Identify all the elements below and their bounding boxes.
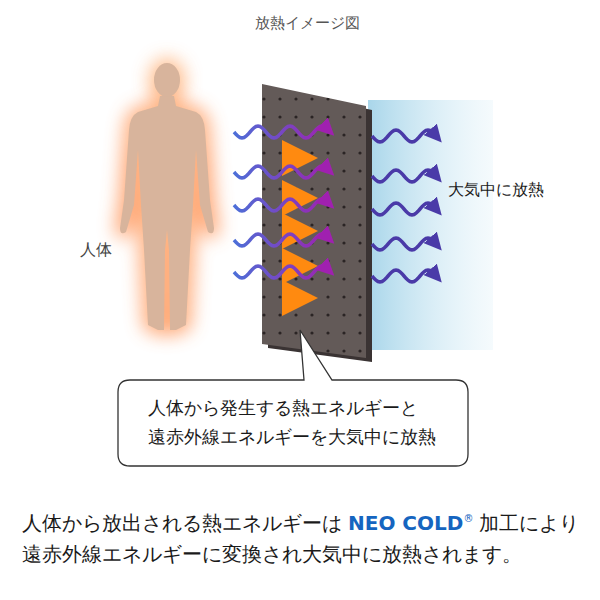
callout-bubble: 人体から発生する熱エネルギーと 遠赤外線エネルギーを大気中に放熱 <box>118 380 468 466</box>
heat-arrow <box>240 294 300 303</box>
figure-label: 人体 <box>80 240 112 261</box>
infrared-wave <box>234 166 328 178</box>
bubble-shape <box>118 330 468 466</box>
figure-label: 大気中に放熱 <box>448 180 544 201</box>
caption-text: 人体から放出される熱エネルギーは <box>22 511 342 535</box>
bubble-outline <box>118 380 468 466</box>
human-figure <box>120 58 214 330</box>
fabric-panel <box>262 84 372 362</box>
diagram-title: 放熱イメージ図 <box>255 14 360 33</box>
infrared-wave <box>372 238 436 250</box>
infrared-wave <box>234 126 328 138</box>
heat-arrow <box>240 154 300 163</box>
infrared-wave <box>372 130 436 142</box>
infrared-wave <box>234 199 328 211</box>
callout-text: 人体から発生する熱エネルギーと 遠赤外線エネルギーを大気中に放熱 <box>148 394 438 452</box>
air-region <box>368 100 493 350</box>
registered-mark: ® <box>463 513 473 524</box>
infrared-wave <box>372 170 436 182</box>
infrared-wave <box>372 270 436 282</box>
infrared-wave <box>234 266 328 278</box>
infrared-wave <box>234 234 328 246</box>
brand-name: NEO COLD <box>348 511 463 535</box>
infrared-wave <box>372 203 436 215</box>
